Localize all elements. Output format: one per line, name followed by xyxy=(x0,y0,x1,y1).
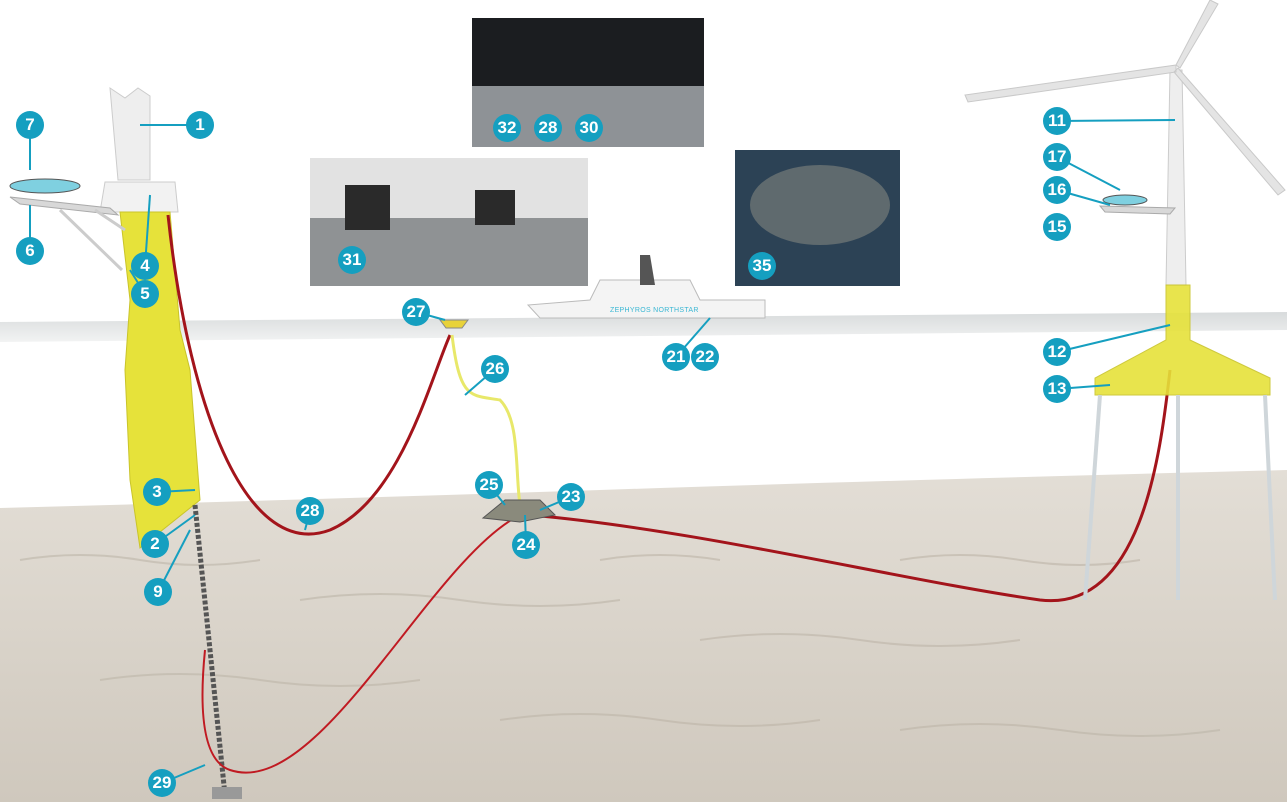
anchor xyxy=(212,787,242,799)
hangar-door xyxy=(475,190,515,225)
support-vessel xyxy=(526,279,766,319)
callout-1: 1 xyxy=(186,111,214,139)
leader-line xyxy=(1056,119,1176,122)
tension-legs xyxy=(1083,394,1277,601)
callout-3: 3 xyxy=(143,478,171,506)
callout-12: 12 xyxy=(1043,338,1071,366)
seabed xyxy=(0,470,1287,802)
callout-5: 5 xyxy=(131,280,159,308)
transition-piece xyxy=(99,181,179,213)
umbilical-26 xyxy=(450,334,522,506)
dynamic-cable-28 xyxy=(166,214,452,536)
drone-right xyxy=(1102,194,1148,206)
helideck-strut xyxy=(58,208,126,272)
port-island xyxy=(750,165,890,245)
building-facade xyxy=(472,18,704,86)
vessel-mast xyxy=(640,255,655,285)
callout-29: 29 xyxy=(148,769,176,797)
mooring-chain xyxy=(192,504,228,796)
array-cable xyxy=(529,369,1172,603)
callout-27: 27 xyxy=(402,298,430,326)
seabed-ripples xyxy=(19,554,1221,737)
helideck-left xyxy=(9,196,120,216)
drone-left xyxy=(9,178,81,194)
leader-line xyxy=(1056,324,1171,353)
hangar-door xyxy=(345,185,390,230)
callout-15: 15 xyxy=(1043,213,1071,241)
callout-30: 30 xyxy=(575,114,603,142)
callout-23: 23 xyxy=(557,483,585,511)
callout-25: 25 xyxy=(475,471,503,499)
callout-13: 13 xyxy=(1043,375,1071,403)
callout-28: 28 xyxy=(534,114,562,142)
sea-surface xyxy=(0,312,1287,342)
callout-4: 4 xyxy=(131,252,159,280)
callout-32: 32 xyxy=(493,114,521,142)
callout-7: 7 xyxy=(16,111,44,139)
callout-31: 31 xyxy=(338,246,366,274)
callout-21: 21 xyxy=(662,343,690,371)
callout-17: 17 xyxy=(1043,143,1071,171)
turbine-blades xyxy=(964,0,1286,196)
export-cable xyxy=(201,514,521,774)
vessel-name: ZEPHYROS NORTHSTAR xyxy=(610,307,699,314)
surface-buoy xyxy=(439,319,469,329)
callout-2: 2 xyxy=(141,530,169,558)
callout-9: 9 xyxy=(144,578,172,606)
semi-sub-foundation xyxy=(1094,284,1271,396)
callout-26: 26 xyxy=(481,355,509,383)
callout-22: 22 xyxy=(691,343,719,371)
callout-28: 28 xyxy=(296,497,324,525)
callout-35: 35 xyxy=(748,252,776,280)
callout-24: 24 xyxy=(512,531,540,559)
helideck-right xyxy=(1098,205,1177,215)
callout-6: 6 xyxy=(16,237,44,265)
tower-stub xyxy=(109,87,151,181)
callout-11: 11 xyxy=(1043,107,1071,135)
callout-16: 16 xyxy=(1043,176,1071,204)
